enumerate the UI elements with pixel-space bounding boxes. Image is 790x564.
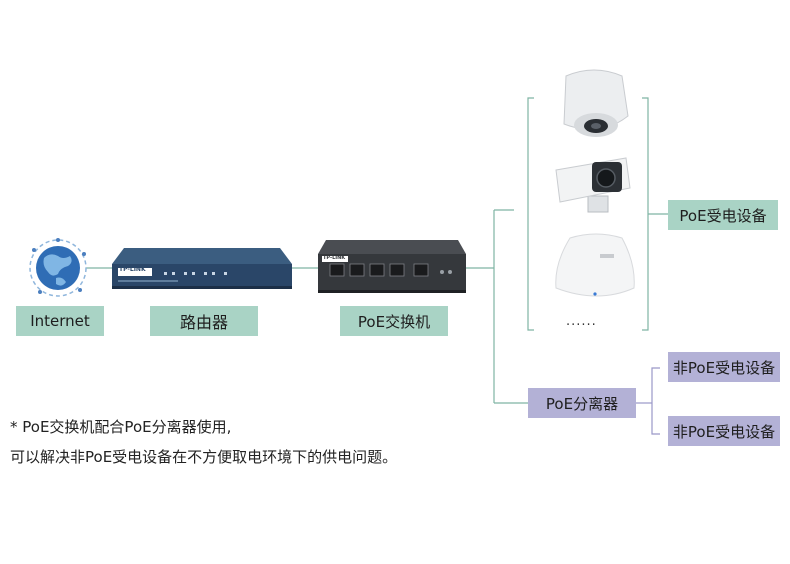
poe-switch-device-image — [318, 240, 466, 293]
bullet-camera-image — [555, 157, 631, 213]
dome-camera-image — [563, 69, 629, 137]
poe-switch-label: PoE交换机 — [340, 306, 448, 336]
poe-powered-devices-label: PoE受电设备 — [668, 200, 778, 230]
left-bracket — [527, 97, 534, 331]
internet-globe-icon — [29, 238, 87, 297]
non-poe-device-label-2: 非PoE受电设备 — [668, 416, 780, 446]
note-line-2: 可以解决非PoE受电设备在不方便取电环境下的供电问题。 — [10, 448, 398, 466]
note-line-1: * PoE交换机配合PoE分离器使用, — [10, 418, 232, 436]
router-brand-text: TP-LINK — [119, 266, 146, 273]
switch-brand-text: TP-LINK — [323, 255, 346, 261]
router-label: 路由器 — [150, 306, 258, 336]
non-poe-device-label-1: 非PoE受电设备 — [668, 352, 780, 382]
more-devices-ellipsis: ······ — [566, 318, 597, 333]
splitter-lines — [636, 367, 660, 435]
splitter-bracket — [651, 367, 660, 435]
ceiling-access-point-image — [555, 233, 635, 297]
poe-splitter-label: PoE分离器 — [528, 388, 636, 418]
internet-label: Internet — [16, 306, 104, 336]
connector-lines — [86, 97, 668, 404]
right-bracket — [642, 97, 649, 331]
router-device-image — [112, 248, 292, 289]
